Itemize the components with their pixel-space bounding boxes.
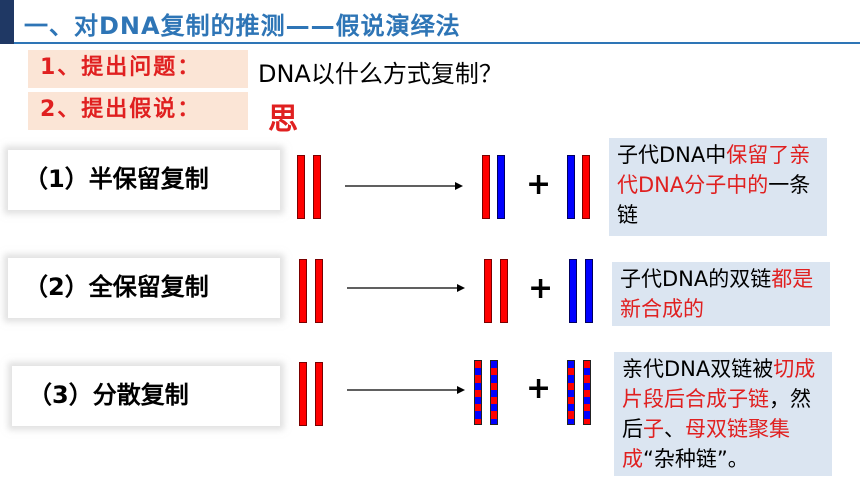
new-segment: [475, 382, 481, 390]
hybrid-strand: [474, 360, 482, 425]
parent-strand: [299, 259, 307, 323]
plus-sign: +: [526, 371, 552, 406]
desc-highlight: 保留了亲代DNA分子中的: [617, 143, 811, 197]
new-segment: [491, 404, 497, 412]
hypothesis-3-description: 亲代DNA双链被切成片段后合成子链，然后子、母双链聚集成“杂种链”。: [614, 352, 832, 476]
parent-strand: [297, 155, 305, 219]
title-underline: [14, 42, 860, 44]
arrow-icon: [347, 284, 465, 292]
hypothesis-1-label: （1）半保留复制: [8, 150, 280, 210]
hypothesis-3-label: （3）分散复制: [12, 366, 280, 426]
desc-text: 亲代DNA双链被: [622, 357, 774, 381]
arrow-icon: [345, 182, 463, 190]
hypothesis-2-label: （2）全保留复制: [8, 258, 280, 318]
parent-segment: [568, 382, 574, 390]
parent-strand: [315, 259, 323, 323]
parent-segment: [491, 368, 497, 376]
parent-strand: [484, 259, 492, 323]
desc-text: 子代DNA中: [617, 143, 727, 167]
new-segment: [568, 361, 574, 369]
desc-highlight: 子: [643, 417, 664, 441]
desc-highlight: 都是新合成的: [620, 267, 814, 321]
parent-segment: [491, 382, 497, 390]
plus-sign: +: [528, 271, 554, 306]
desc-text: “杂种链”。: [643, 447, 749, 471]
parent-segment: [568, 396, 574, 405]
new-segment: [584, 368, 590, 376]
arrow-icon: [347, 386, 465, 394]
parent-strand: [582, 155, 590, 219]
parent-segment: [475, 418, 481, 424]
parent-segment: [584, 361, 590, 369]
new-segment: [475, 396, 481, 405]
desc-text: 一条链: [617, 173, 811, 227]
new-strand: [569, 259, 577, 323]
parent-segment: [568, 368, 574, 376]
hybrid-strand: [583, 360, 591, 425]
parent-segment: [475, 361, 481, 369]
hypothesis-1-description: 子代DNA中保留了亲代DNA分子中的一条链: [609, 138, 827, 236]
new-segment: [584, 382, 590, 390]
new-segment: [568, 418, 574, 424]
new-strand: [585, 259, 593, 323]
parent-segment: [584, 418, 590, 424]
step2-label: 2、提出假说：: [28, 92, 248, 130]
parent-strand: [299, 362, 307, 426]
parent-segment: [584, 404, 590, 412]
hybrid-strand: [567, 360, 575, 425]
new-segment: [568, 389, 574, 397]
new-segment: [491, 418, 497, 424]
new-segment: [475, 368, 481, 376]
new-segment: [475, 411, 481, 419]
desc-highlight: 切成片段后合成子链: [622, 357, 816, 411]
parent-strand: [500, 259, 508, 323]
parent-strand: [313, 155, 321, 219]
page-title: 一、对DNA复制的推测——假说演绎法: [24, 12, 461, 40]
step1-label: 1、提出问题：: [28, 50, 248, 88]
hybrid-strand: [490, 360, 498, 425]
new-segment: [491, 375, 497, 383]
new-segment: [584, 396, 590, 405]
plus-sign: +: [526, 167, 552, 202]
desc-highlight: 母双链聚集成: [622, 417, 790, 471]
desc-text: 子代DNA的双链: [620, 267, 772, 291]
step1-question: DNA以什么方式复制？: [258, 60, 503, 88]
new-segment: [584, 411, 590, 419]
parent-segment: [475, 404, 481, 412]
parent-segment: [568, 411, 574, 419]
think-character: 思: [268, 102, 298, 137]
parent-segment: [475, 375, 481, 383]
parent-segment: [584, 389, 590, 397]
parent-strand: [315, 362, 323, 426]
header-accent-block: [0, 0, 14, 44]
new-segment: [491, 389, 497, 397]
parent-segment: [491, 411, 497, 419]
parent-segment: [491, 396, 497, 405]
new-strand: [497, 155, 505, 219]
new-strand: [567, 155, 575, 219]
new-segment: [491, 361, 497, 369]
desc-text: ，然后: [622, 387, 811, 441]
parent-segment: [475, 389, 481, 397]
new-segment: [568, 375, 574, 383]
hypothesis-2-description: 子代DNA的双链都是新合成的: [612, 262, 830, 326]
parent-segment: [584, 375, 590, 383]
desc-text: 、: [664, 417, 685, 441]
parent-strand: [482, 155, 490, 219]
new-segment: [568, 404, 574, 412]
